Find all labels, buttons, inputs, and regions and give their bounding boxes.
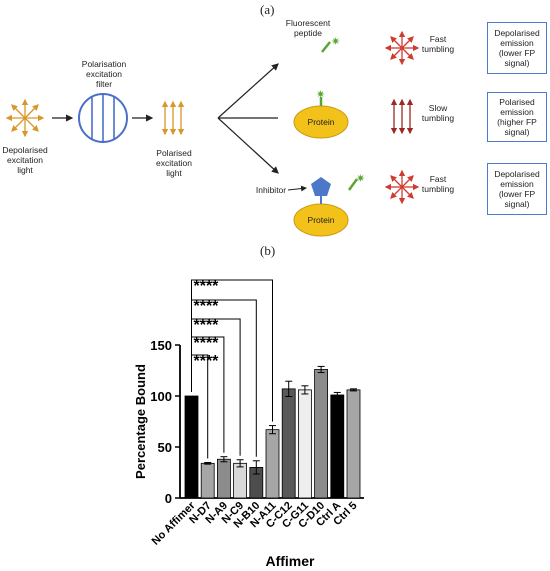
y-tick-label: 50 [158, 440, 172, 455]
svg-text:✷: ✷ [316, 89, 325, 101]
fast-tumbling-label-2: Fast tumbling [421, 174, 455, 194]
filter-label: Polarisation excitation filter [81, 59, 127, 89]
svg-text:✷: ✷ [331, 36, 340, 48]
protein-inhibited-icon [293, 177, 349, 237]
fast-tumbling-icon-1 [384, 30, 420, 66]
polarisation-filter-icon [78, 93, 128, 143]
y-tick-label: 150 [150, 338, 172, 353]
y-tick-label: 0 [165, 491, 172, 506]
panel-a-label: (a) [260, 2, 275, 17]
bar [314, 369, 329, 499]
svg-text:✷: ✷ [356, 173, 365, 185]
inhibitor-label: Inhibitor [255, 185, 287, 195]
significance-label: **** [194, 335, 220, 352]
free-peptide-icon: ✷ [347, 173, 365, 191]
x-tick-label: No Affimer [150, 499, 198, 547]
branch-arrows [217, 63, 279, 174]
panel-b-label: (b) [260, 243, 276, 258]
emission-box-3: Depolarised emission (lower FP signal) [487, 163, 547, 215]
fluorescent-peptide-icon: ✷ [321, 36, 340, 53]
inhibitor-pointer [287, 185, 307, 192]
protein-label-2: Protein [307, 215, 335, 225]
slow-tumbling-icon [390, 98, 414, 135]
significance-label: **** [194, 298, 220, 315]
emission-box-1: Depolarised emission (lower FP signal) [487, 22, 547, 74]
bar [281, 388, 296, 499]
x-axis-label: Affimer [265, 553, 315, 569]
fast-tumbling-icon-2 [384, 169, 420, 205]
depolarised-light-icon [5, 98, 45, 138]
emission-box-2: Polarised emission (higher FP signal) [487, 92, 547, 142]
polarised-light-label: Polarised excitation light [156, 148, 192, 178]
bar [265, 429, 280, 499]
panel-a-diagram: ✷ ✷ ✷ [5, 30, 420, 237]
slow-tumbling-label: Slow tumbling [421, 103, 455, 123]
bar [216, 458, 231, 499]
polarised-light-icon [161, 100, 185, 136]
y-axis-label: Percentage Bound [133, 364, 148, 479]
bar [200, 462, 215, 499]
significance-bracket [191, 279, 273, 422]
protein-label-1: Protein [307, 117, 335, 127]
bar [184, 395, 199, 499]
bar [297, 389, 312, 499]
bar [233, 462, 248, 499]
y-tick-label: 100 [150, 389, 172, 404]
significance-label: **** [194, 353, 220, 370]
significance-label: **** [194, 278, 220, 295]
bar [330, 394, 345, 499]
significance-label: **** [194, 317, 220, 334]
bar [346, 389, 361, 499]
protein-bound-icon: ✷ [293, 89, 349, 139]
fluorescent-peptide-label: Fluorescent peptide [285, 18, 331, 38]
fast-tumbling-label-1: Fast tumbling [421, 34, 455, 54]
depolarised-light-label: Depolarised excitation light [2, 145, 48, 175]
